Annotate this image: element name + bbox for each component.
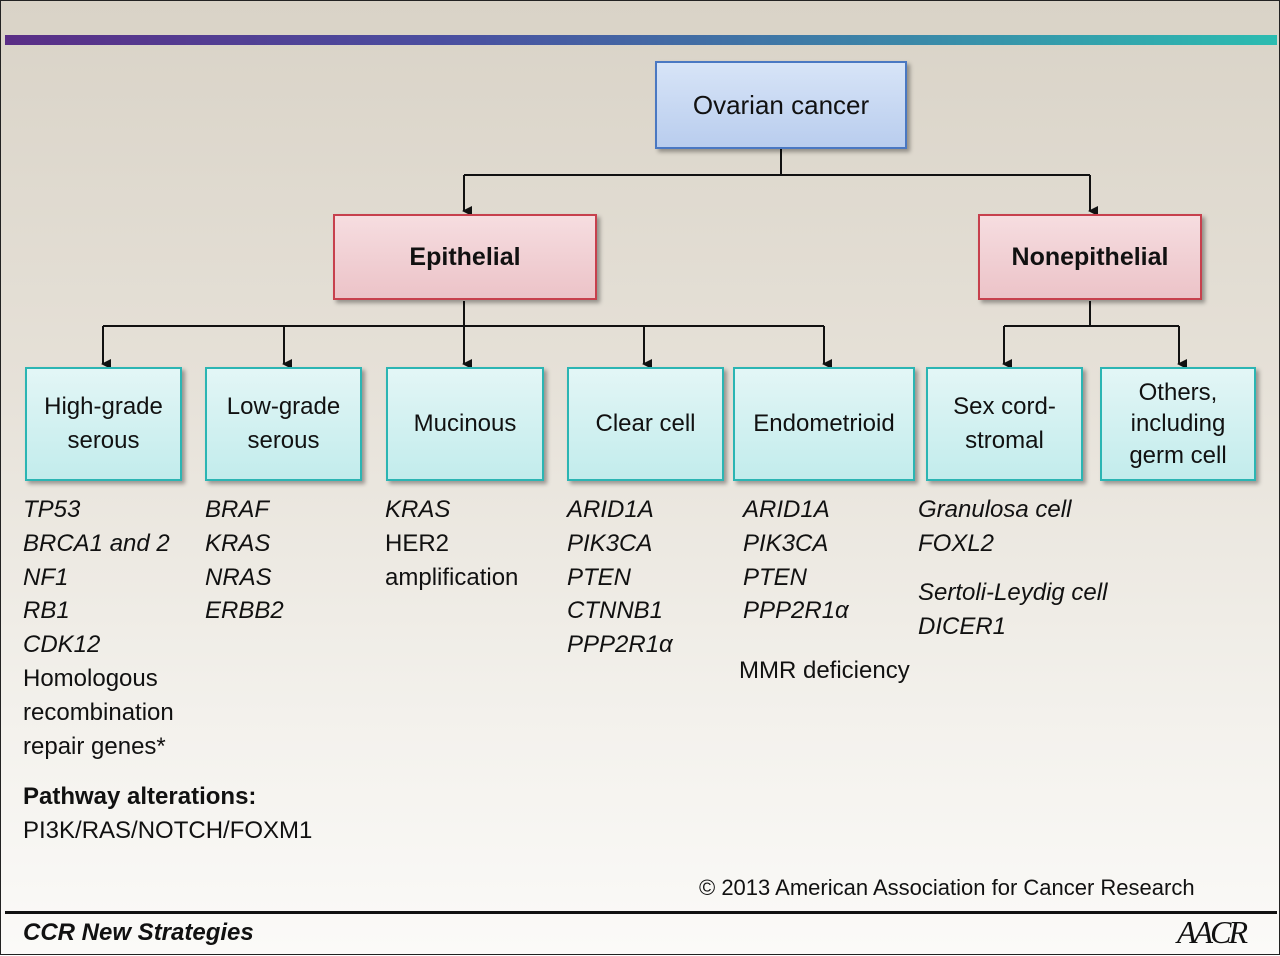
node-low-grade-serous: Low-grade serous [205, 367, 362, 481]
gene-note: repair genes* [23, 732, 166, 760]
header-gradient-bar [5, 35, 1277, 45]
gene: NRAS [205, 563, 272, 591]
genes-clear-cell: ARID1A PIK3CA PTEN CTNNB1 PPP2R1α [567, 493, 673, 662]
node-ovarian-cancer-label: Ovarian cancer [692, 89, 870, 120]
gene: TP53 [23, 496, 81, 523]
node-label-line: Others, [1138, 379, 1218, 407]
gene: ARID1A [743, 496, 830, 523]
cell-type: Granulosa cell [918, 496, 1072, 523]
node-sex-cord-stromal: Sex cord- stromal [926, 367, 1083, 481]
node-label-line: serous [247, 427, 320, 454]
gene: PTEN [743, 563, 808, 591]
pathway-alterations-value: PI3K/RAS/NOTCH/FOXM1 [23, 817, 313, 844]
copyright-notice: © 2013 American Association for Cancer R… [699, 875, 1195, 900]
gene-note: HER2 [385, 529, 450, 557]
gene-note: amplification [385, 563, 519, 591]
gene-note: Homologous [23, 664, 158, 692]
node-label-line: Clear cell [595, 410, 696, 438]
gene: PTEN [567, 563, 632, 591]
node-label-line: Sex cord- [953, 393, 1056, 421]
node-label-line: Endometrioid [753, 410, 895, 438]
gene: ARID1A [567, 496, 654, 523]
node-epithelial-label: Epithelial [409, 242, 521, 271]
gene: KRAS [385, 496, 451, 523]
genes-high-grade-serous: TP53 BRCA1 and 2 NF1 RB1 CDK12 Homologou… [23, 493, 174, 763]
genes-low-grade-serous: BRAF KRAS NRAS ERBB2 [205, 493, 284, 628]
node-epithelial: Epithelial [333, 214, 597, 300]
node-nonepithelial: Nonepithelial [978, 214, 1202, 300]
gene: PPP2R1α [743, 597, 849, 625]
journal-name: CCR New Strategies [23, 919, 254, 946]
node-label-line: stromal [965, 427, 1044, 454]
gene: BRAF [205, 496, 270, 523]
genes-sex-cord-stromal-group-2: Sertoli-Leydig cell DICER1 [918, 576, 1107, 644]
node-label-line: High-grade [44, 393, 163, 421]
gene: DICER1 [918, 612, 1007, 640]
gene: CDK12 [23, 631, 101, 659]
aacr-logo: AACR [1177, 914, 1248, 950]
node-label-line: germ cell [1129, 441, 1227, 469]
node-label-line: Mucinous [413, 410, 517, 438]
gene: KRAS [205, 529, 271, 557]
cell-type: Sertoli-Leydig cell [918, 579, 1108, 606]
gene: PIK3CA [567, 529, 653, 557]
gene: FOXL2 [918, 529, 995, 557]
footer-rule [5, 911, 1277, 914]
node-label-line: including [1130, 410, 1226, 438]
node-others: Others, including germ cell [1100, 367, 1256, 481]
gene: NF1 [23, 563, 69, 591]
gene: RB1 [23, 597, 70, 625]
node-endometrioid: Endometrioid [733, 367, 915, 481]
node-high-grade-serous: High-grade serous [25, 367, 182, 481]
node-label-line: serous [67, 427, 140, 454]
node-mucinous: Mucinous [386, 367, 544, 481]
gene: CTNNB1 [567, 597, 664, 625]
node-nonepithelial-label: Nonepithelial [1011, 242, 1169, 271]
gene: ERBB2 [205, 597, 284, 625]
genes-mucinous: KRAS HER2 amplification [385, 493, 518, 594]
node-clear-cell: Clear cell [567, 367, 724, 481]
gene: PPP2R1α [567, 631, 673, 659]
node-ovarian-cancer: Ovarian cancer [655, 61, 907, 149]
gene-note: recombination [23, 698, 174, 726]
pathway-alterations-title: Pathway alterations: [23, 783, 257, 810]
gene: BRCA1 and 2 [23, 529, 170, 557]
gene: PIK3CA [743, 529, 829, 557]
genes-endometrioid: ARID1A PIK3CA PTEN PPP2R1α [743, 493, 849, 628]
mmr-deficiency-note: MMR deficiency [739, 657, 910, 684]
genes-sex-cord-stromal-group-1: Granulosa cell FOXL2 [918, 493, 1071, 561]
node-label-line: Low-grade [226, 393, 341, 421]
